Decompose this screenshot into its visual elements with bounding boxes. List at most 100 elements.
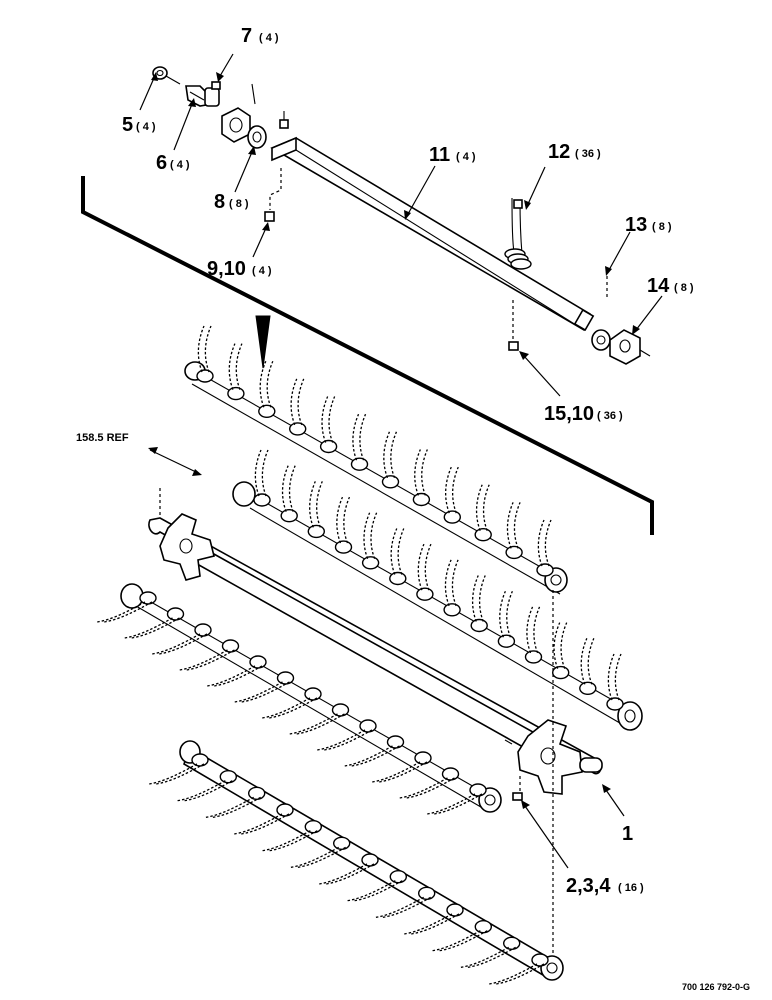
spring-tine [288,465,296,512]
spring-tine [212,796,261,818]
callout-5-number: 5 [122,114,133,136]
part-8-bearing [247,125,267,149]
tine-coil [194,623,212,637]
tine-coil [191,753,209,767]
spring-tine [254,449,262,497]
spring-tine [179,649,228,671]
tine-coil [606,697,624,711]
spring-tine [452,466,459,514]
spring-tine [375,896,424,918]
tine-coil [361,853,379,867]
tine-coil [361,556,380,570]
callout-11-qty: ( 4 ) [456,151,476,163]
spring-tine [580,638,588,685]
spring-tine [533,606,541,654]
callout-2-3-4-number: 2,3,4 [566,875,611,897]
callout-13: 13 ( 8 ) [625,214,672,236]
tine-coil [304,820,322,834]
callout-12-qty: ( 36 ) [575,148,601,160]
tine-coil [221,639,240,653]
spring-tine [235,343,243,390]
tine-coil [469,783,487,797]
spring-tine [148,763,198,785]
callout-1-number: 1 [622,823,633,845]
tine-coil [331,703,350,717]
callout-14-number: 14 [647,275,670,297]
tine-coil [289,422,307,436]
tine-bar-row-upper [232,481,643,731]
tine-coil [503,936,521,950]
spring-tine [103,601,153,623]
spring-tine [406,777,455,799]
callout-5-qty: ( 4 ) [136,121,156,133]
spring-tine [158,633,208,655]
tine-coil [139,591,157,605]
tine-coil [280,509,298,523]
tine-coil [443,510,461,524]
spring-tine [234,681,283,703]
bar-end-bolt [279,111,289,129]
tine-coil [304,687,322,701]
callout-12: 12 ( 36 ) [548,141,601,163]
tine-coil [470,618,488,633]
spring-tine [316,729,366,751]
spring-tine [328,396,336,443]
tine-coil [389,870,407,884]
callout-9-10-number: 9,10 [207,258,246,280]
tine-coil [276,803,294,817]
spring-tine [268,697,318,719]
spring-tine [296,713,345,735]
tine-coil [248,786,266,800]
spring-tine [297,378,305,426]
spring-tine [96,601,146,623]
spring-tine [261,697,311,719]
tine-coil [249,655,267,669]
spring-tine [526,606,534,654]
tine-coil [253,493,271,507]
spring-tine [397,528,405,575]
spring-tine [197,325,205,373]
spring-tine [289,713,338,735]
spring-tine [363,512,371,559]
callout-13-qty: ( 8 ) [652,221,672,233]
spring-tine [506,502,514,549]
spring-tine [241,681,290,703]
tine-coil [389,571,407,586]
spring-tine [370,512,378,559]
spring-tine [488,963,538,985]
spring-tine [344,745,393,767]
callout-7: 7 ( 4 ) [241,25,279,47]
spring-tine [444,559,452,607]
spring-tine [204,325,212,373]
spring-tine [432,930,481,952]
spring-tine [460,946,509,968]
tine-coil [412,492,431,507]
spring-tine [228,343,236,390]
spring-tine [587,638,595,685]
spring-tine [478,575,486,622]
spring-tine [318,863,368,885]
callout-6-qty: ( 4 ) [170,159,190,171]
callout-2-3-4-qty: ( 16 ) [618,882,644,894]
tine-coil [276,671,295,685]
spring-tine [495,963,545,985]
part-13-14-end-bearing [591,276,651,365]
tine-coil [227,386,245,401]
spring-tine [240,813,290,835]
callout-5: 5 ( 4 ) [122,114,156,136]
spring-tine [309,481,316,528]
spring-tine [321,396,329,443]
spring-tine [131,617,180,639]
spring-tine [213,665,263,687]
tine-coil [536,563,554,577]
tine-coil [166,607,185,621]
spring-tine [354,880,403,902]
spring-tine [297,846,346,868]
tine-coil [497,634,516,648]
spring-tine [336,496,344,544]
tine-coil [386,735,405,749]
callout-8-qty: ( 8 ) [229,198,249,210]
spring-tine [414,449,421,496]
part-1-reel-shaft [148,513,603,795]
leader-lines [139,53,663,869]
